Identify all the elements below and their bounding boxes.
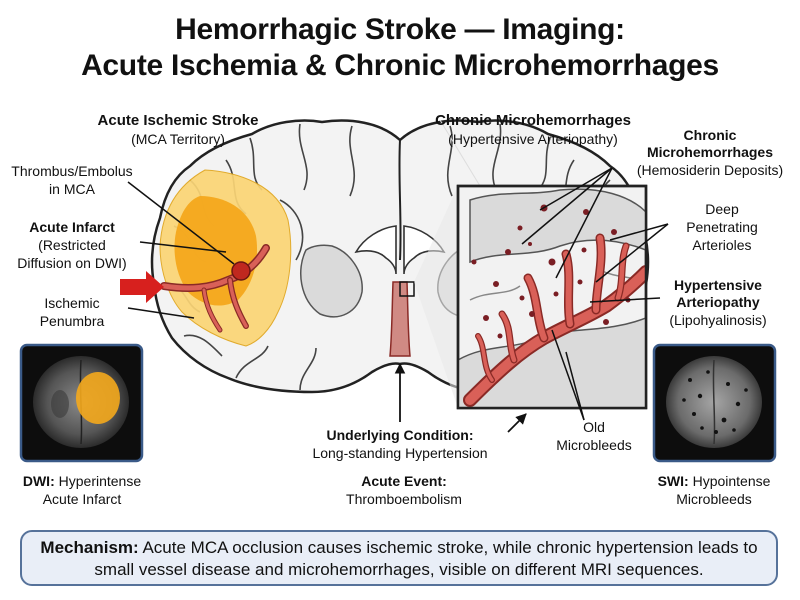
right-lateral-ventricle	[403, 225, 446, 275]
acute-event-text: Thromboembolism	[346, 491, 462, 507]
deep-label-line2: Penetrating	[686, 219, 758, 235]
page-title: Hemorrhagic Stroke — Imaging: Acute Isch…	[0, 12, 800, 84]
leader-lines	[127, 167, 669, 421]
mca-territory-subheading: (MCA Territory)	[131, 131, 225, 147]
right-labels: Chronic Microhemorrhages (Hypertensive A…	[435, 112, 783, 453]
chronic-label-line2: Microhemorrhages	[647, 144, 773, 160]
thrombus-embolus	[231, 261, 251, 281]
brainstem	[389, 281, 411, 357]
midline-fissure	[398, 139, 402, 261]
old-microbleeds-line1: Old	[583, 419, 605, 435]
underlying-condition-title: Underlying Condition:	[327, 427, 474, 443]
old-microbleeds-line2: Microbleeds	[556, 437, 631, 453]
penumbra-label-line1: Ischemic	[44, 295, 99, 311]
mechanism-label: Mechanism:	[40, 538, 139, 557]
arteriopathy-zoom-inset	[456, 184, 648, 410]
swi-caption-line1: SWI: Hypointense	[658, 473, 771, 489]
left-labels: Acute Ischemic Stroke (MCA Territory) Th…	[11, 112, 258, 329]
dwi-caption-bold: DWI:	[23, 473, 55, 489]
swi-caption-rest: Hypointense	[689, 473, 771, 489]
hypertensive-arteriopathy-subheading: (Hypertensive Arteriopathy)	[448, 131, 618, 147]
title-line-1: Hemorrhagic Stroke — Imaging:	[175, 13, 625, 46]
mechanism-box: Mechanism: Acute MCA occlusion causes is…	[20, 530, 778, 586]
dwi-caption-rest: Hyperintense	[55, 473, 142, 489]
swi-caption-line2: Microbleeds	[676, 491, 751, 507]
acute-infarct-label-line2: (Restricted	[38, 237, 106, 253]
swi-caption-bold: SWI:	[658, 473, 689, 489]
hypertensive-label-line3: (Lipohyalinosis)	[669, 312, 766, 328]
acute-infarct-label-line3: Diffusion on DWI)	[17, 255, 126, 271]
swi-mri-thumbnail	[652, 343, 777, 463]
deep-label-line3: Arterioles	[692, 237, 751, 253]
chronic-label-line1: Chronic	[684, 127, 737, 143]
chronic-label-line3: (Hemosiderin Deposits)	[637, 162, 783, 178]
zoom-projection-top	[439, 119, 481, 187]
dwi-caption-line2: Acute Infarct	[43, 491, 122, 507]
hypertensive-label-line1: Hypertensive	[674, 277, 762, 293]
deep-label-line1: Deep	[705, 201, 739, 217]
zoom-projection-wedge	[414, 186, 458, 408]
left-basal-ganglia	[299, 244, 363, 318]
microbleed-dots	[471, 204, 631, 339]
center-labels: Underlying Condition: Long-standing Hype…	[312, 427, 487, 507]
underlying-condition-text: Long-standing Hypertension	[312, 445, 487, 461]
penumbra-label-line2: Penumbra	[40, 313, 105, 329]
event-arrow	[507, 413, 527, 433]
left-lateral-ventricle	[354, 225, 397, 275]
deep-penetrating-arterioles	[463, 233, 646, 407]
dwi-mri-thumbnail	[19, 343, 144, 463]
acute-event-title: Acute Event:	[361, 473, 447, 489]
zoom-source-box	[399, 281, 415, 297]
mechanism-text: Acute MCA occlusion causes ischemic stro…	[94, 538, 758, 579]
chronic-microhemorrhages-heading: Chronic Microhemorrhages	[435, 112, 631, 129]
thrombus-label-line1: Thrombus/Embolus	[11, 163, 132, 179]
title-line-2: Acute Ischemia & Chronic Microhemorrhage…	[81, 49, 719, 82]
hypertensive-label-line2: Arteriopathy	[676, 294, 759, 310]
dwi-caption-line1: DWI: Hyperintense	[23, 473, 141, 489]
acute-infarct-label: Acute Infarct	[29, 219, 115, 235]
acute-ischemic-heading: Acute Ischemic Stroke	[98, 112, 259, 129]
embolus-entry-arrow	[120, 271, 164, 303]
thumbnail-captions: DWI: Hyperintense Acute Infarct SWI: Hyp…	[23, 473, 771, 507]
thrombus-label-line2: in MCA	[49, 181, 96, 197]
mca-vessels	[160, 244, 270, 333]
